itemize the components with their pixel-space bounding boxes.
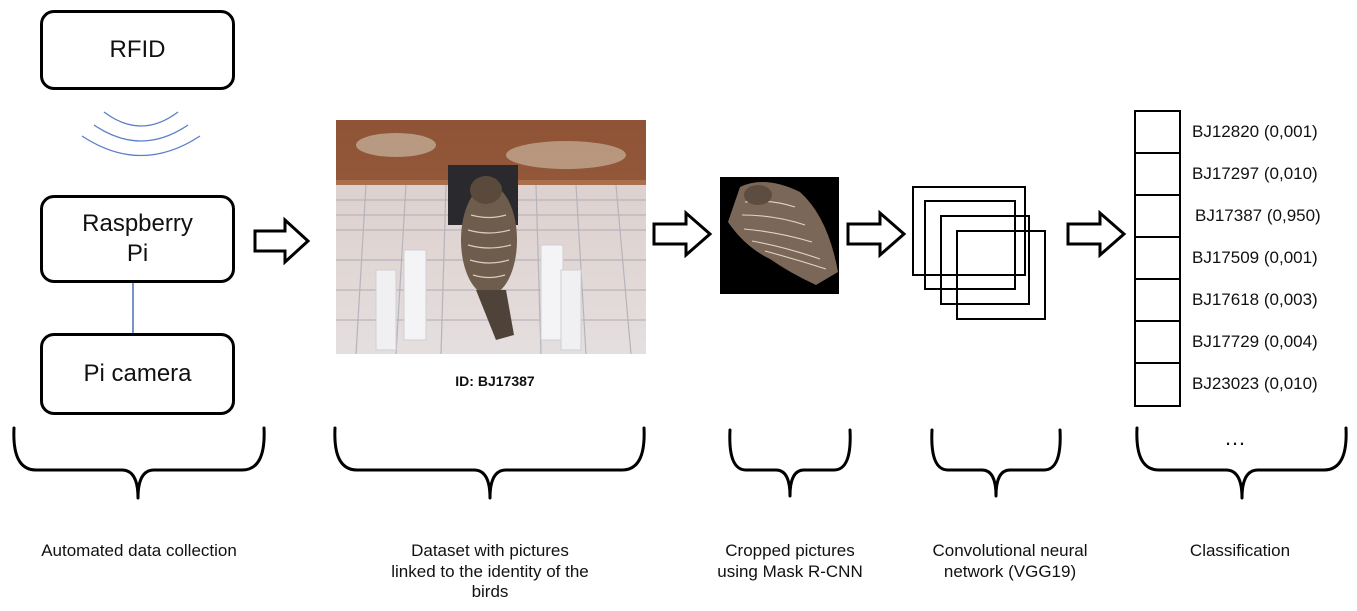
- caption-cropped: Cropped pictures using Mask R-CNN: [717, 541, 863, 581]
- brace-3: [728, 428, 852, 498]
- arrow-icon-4: [1066, 209, 1127, 259]
- raspberry-pi-label-line2: Pi: [126, 240, 149, 267]
- arrow-icon-3: [846, 209, 907, 259]
- arrow-icon-1: [253, 216, 311, 266]
- class-item-3: BJ17387 (0,950): [1195, 206, 1321, 225]
- caption-dataset: Dataset with pictures linked to the iden…: [391, 541, 589, 602]
- arrow-icon-2: [652, 209, 713, 259]
- bird-dataset-photo: [336, 120, 646, 354]
- pi-camera-box: Pi camera: [40, 333, 235, 415]
- class-item-1: BJ12820 (0,001): [1192, 122, 1318, 141]
- class-item-5: BJ17618 (0,003): [1192, 290, 1318, 309]
- brace-4: [930, 428, 1062, 498]
- cnn-layers-icon: [912, 186, 1046, 320]
- caption-automated: Automated data collection: [41, 541, 237, 560]
- cropped-bird-photo: [720, 177, 839, 294]
- class-ellipsis: …: [1224, 425, 1246, 450]
- rfid-signal-icon: [81, 111, 201, 157]
- raspberry-pi-label-line1: Raspberry: [82, 210, 193, 237]
- rfid-label: RFID: [109, 36, 166, 63]
- class-item-4: BJ17509 (0,001): [1192, 248, 1318, 267]
- brace-5: [1135, 426, 1348, 500]
- raspberry-pi-box: Raspberry Pi: [40, 195, 235, 283]
- photo-id-label: ID: BJ17387: [455, 373, 535, 389]
- class-item-7: BJ23023 (0,010): [1192, 374, 1318, 393]
- rfid-box: RFID: [40, 10, 235, 90]
- class-item-2: BJ17297 (0,010): [1192, 164, 1318, 183]
- classification-column: [1134, 110, 1181, 407]
- brace-1: [12, 426, 266, 500]
- caption-classification: Classification: [1189, 541, 1291, 560]
- class-item-6: BJ17729 (0,004): [1192, 332, 1318, 351]
- pi-camera-label: Pi camera: [83, 360, 192, 387]
- brace-2: [333, 426, 646, 500]
- caption-cnn: Convolutional neural network (VGG19): [932, 541, 1088, 581]
